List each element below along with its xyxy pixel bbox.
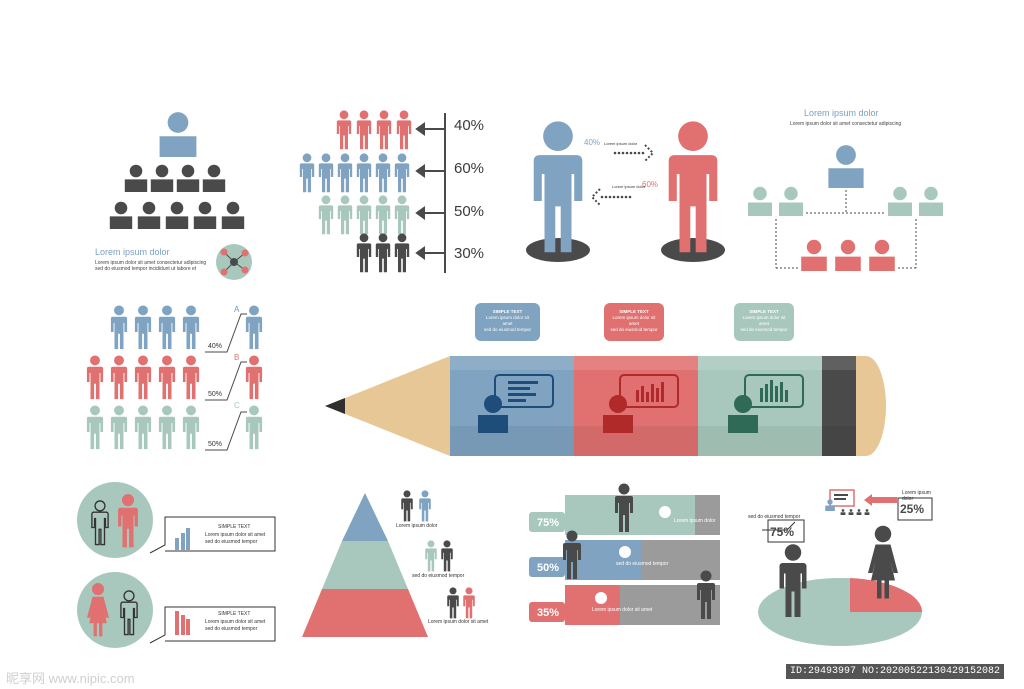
abc-letter-c: C <box>234 401 240 410</box>
pencil-bubble-3-line1: Lorem ipsum dolor sit amet <box>742 315 786 326</box>
abc-letter-b: B <box>234 353 240 362</box>
pencil-bubble-2-line1: Lorem ipsum dolor sit amet <box>612 315 656 326</box>
bar-text-2: sed do eiusmod tempor <box>616 561 669 567</box>
ladder-pct-2: 60% <box>454 160 485 177</box>
org-body: Lorem ipsum dolor sit amet consectetur a… <box>790 121 902 127</box>
pie-graphic <box>758 489 933 646</box>
circles-graphic <box>77 482 276 648</box>
bar-pct-75: 75% <box>536 517 560 529</box>
watermark-id: ID:29493997 NO:20200522130429152082 <box>786 664 1005 679</box>
pencil-graphic <box>325 356 886 456</box>
triangle-label-3: Lorem ipsum dolor sit amet <box>428 619 489 625</box>
org-chart-graphic <box>748 145 943 271</box>
watermark-left: 昵享网 www.nipic.com <box>6 671 135 686</box>
network-icon <box>216 244 252 280</box>
ladder-pct-4: 30% <box>454 245 485 262</box>
circle-1-line2: sed do eiusmod tempor <box>205 539 258 545</box>
pyramid-title: Lorem ipsum dolor <box>95 247 170 257</box>
pencil-bubble-3: SIMPLE TEXT Lorem ipsum dolor sit amet s… <box>734 303 794 341</box>
pencil-bubble-2: SIMPLE TEXT Lorem ipsum dolor sit amet s… <box>604 303 664 341</box>
pencil-bubble-3-title: SIMPLE TEXT <box>749 309 779 314</box>
transfer-pct-left: 40% <box>584 138 601 147</box>
people-pyramid-graphic <box>109 112 245 229</box>
triangle-graphic <box>302 490 475 637</box>
triangle-label-1: Lorem ipsum dolor <box>396 523 438 529</box>
bar-pct-35: 35% <box>536 607 560 619</box>
transfer-section: 40% Lorem ipsum dolor 60% Lorem ipsum do… <box>520 115 730 265</box>
abc-pct-3: 50% <box>208 441 223 448</box>
circle-2-line2: sed do eiusmod tempor <box>205 626 258 632</box>
transfer-pct-right: 60% <box>642 180 659 189</box>
pie-pct-right: 25% <box>900 502 925 516</box>
circles-section: SIMPLE TEXT Lorem ipsum dolor sit amet s… <box>75 478 290 653</box>
pencil-bubble-1-title: SIMPLE TEXT <box>492 309 523 314</box>
abc-pct-2: 50% <box>208 391 223 398</box>
people-pyramid-section: Lorem ipsum dolor Lorem ipsum dolor sit … <box>95 100 270 285</box>
bar-text-3: Lorem ipsum dolor sit amet <box>592 607 653 613</box>
ladder-people-graphic <box>299 110 446 273</box>
triangle-section: Lorem ipsum dolor sed do eiusmod tempor … <box>300 485 510 645</box>
pyramid-body-1: Lorem ipsum dolor sit amet consectetur a… <box>95 260 207 266</box>
bars-section: 75% 50% 35% Lorem ipsum dolor sed do eiu… <box>525 480 725 630</box>
triangle-label-2: sed do eiusmod tempor <box>412 573 465 579</box>
transfer-graphic <box>526 121 725 262</box>
bars-graphic <box>529 483 720 625</box>
pencil-bubble-1-line2: sed do eiusmod tempor <box>483 327 532 332</box>
circle-1-line1: Lorem ipsum dolor sit amet <box>205 532 266 538</box>
abc-section: A B C 40% 50% 50% <box>80 300 275 460</box>
abc-people-graphic <box>86 305 263 451</box>
pie-label-left: sed do eiusmod tempor <box>748 514 801 520</box>
pie-section: 75% 25% sed do eiusmod tempor Lorem ipsu… <box>740 480 940 650</box>
pyramid-body-2: sed do eiusmod tempor incididunt ut labo… <box>95 266 197 272</box>
ladder-pct-1: 40% <box>454 117 485 134</box>
transfer-caption-top: Lorem ipsum dolor <box>604 141 638 146</box>
pencil-bubble-3-line2: sed do eiusmod tempor <box>740 327 788 332</box>
pie-label-right: Lorem ipsum dolor <box>902 490 931 502</box>
pencil-bubble-1-line1: Lorem ipsum dolor sit amet <box>485 315 530 326</box>
circle-1-title: SIMPLE TEXT <box>218 524 251 530</box>
pencil-section: SIMPLE TEXT Lorem ipsum dolor sit amet s… <box>320 300 890 460</box>
pencil-bubble-1: SIMPLE TEXT Lorem ipsum dolor sit amet s… <box>475 303 540 341</box>
bar-text-1: Lorem ipsum dolor <box>674 518 716 524</box>
transfer-caption-bottom: Lorem ipsum dolor <box>612 184 646 189</box>
bar-pct-50: 50% <box>536 562 560 574</box>
abc-pct-1: 40% <box>208 343 223 350</box>
circle-2-title: SIMPLE TEXT <box>218 611 251 617</box>
org-section: Lorem ipsum dolor Lorem ipsum dolor sit … <box>740 105 955 280</box>
ladder-section: 40% 60% 50% 30% <box>295 105 505 280</box>
abc-letter-a: A <box>234 305 240 314</box>
pie-pct-left: 75% <box>770 525 795 539</box>
ladder-pct-3: 50% <box>454 203 485 220</box>
pencil-bubble-2-title: SIMPLE TEXT <box>619 309 649 314</box>
pencil-bubble-2-line2: sed do eiusmod tempor <box>610 327 658 332</box>
circle-2-line1: Lorem ipsum dolor sit amet <box>205 619 266 625</box>
org-title: Lorem ipsum dolor <box>804 108 879 118</box>
